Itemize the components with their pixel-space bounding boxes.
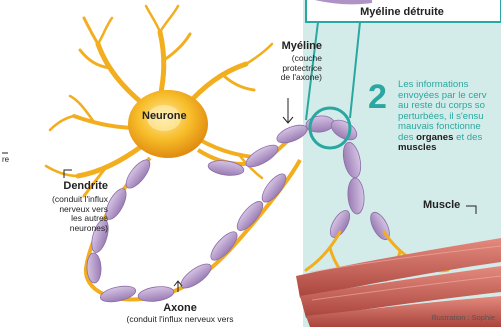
step-line: muscles — [398, 143, 501, 154]
axone-caption: (conduit l'influx nerveux vers — [60, 315, 300, 325]
caption-line: de l'axone) — [252, 73, 322, 83]
dendrite-caption: (conduit l'influx nerveux vers les autre… — [10, 195, 108, 233]
myeline-label: Myéline — [266, 40, 322, 52]
myeline-caption: (couche protectrice de l'axone) — [252, 54, 322, 83]
step-line: Les informations — [398, 80, 501, 91]
keyword-muscles: muscles — [398, 142, 436, 153]
callout-title: Myéline détruite — [322, 6, 482, 18]
step-text: des — [398, 132, 416, 143]
illustration-credit: Illustration : Sophie — [431, 313, 495, 322]
step-description: Les informations envoyées par le cerv au… — [398, 80, 501, 154]
step-text: et des — [453, 132, 482, 143]
axone-label: Axone — [140, 302, 220, 314]
keyword-organes: organes — [416, 132, 453, 143]
dendrite-label: Dendrite — [20, 180, 108, 192]
step-number: 2 — [368, 80, 387, 114]
neurone-label: Neurone — [142, 110, 187, 122]
left-edge-fragment: re — [2, 156, 9, 165]
caption-line: neurones) — [10, 224, 108, 234]
muscle-label: Muscle — [423, 199, 460, 211]
